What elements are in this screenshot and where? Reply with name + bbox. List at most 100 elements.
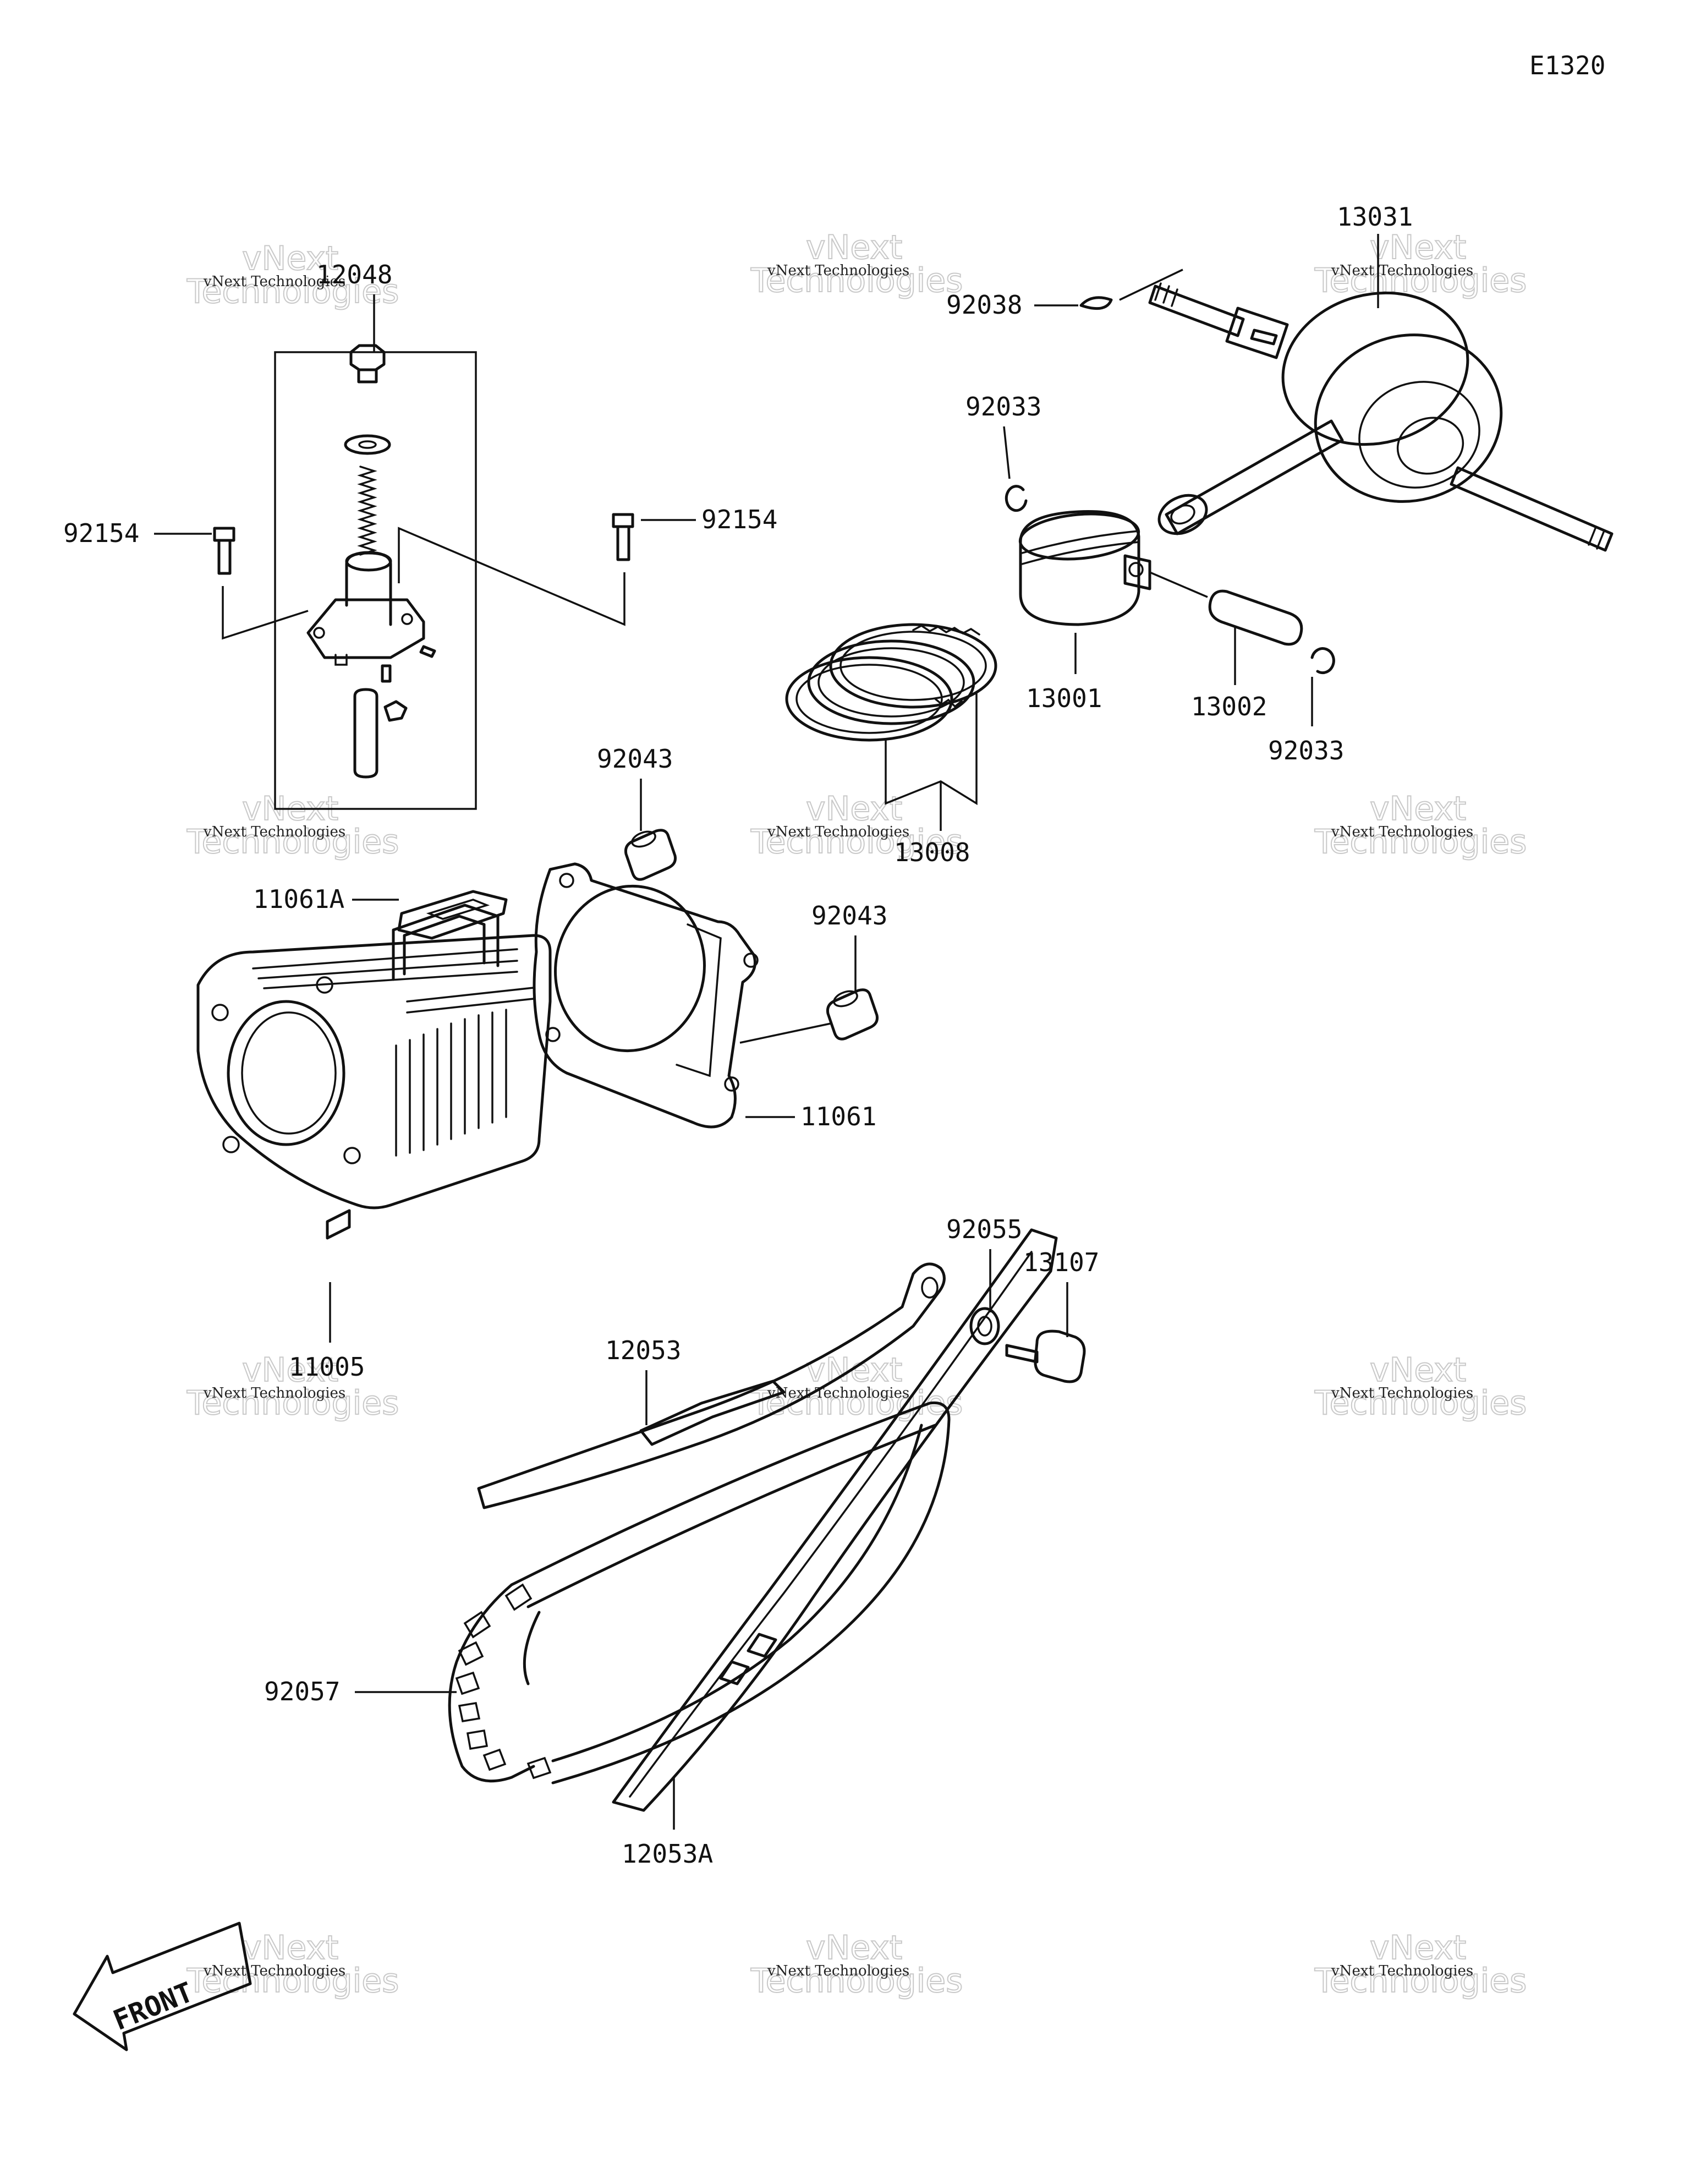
woodruff-key-92038[interactable]: 92038 — [946, 269, 1183, 320]
watermark-big-top: vNext — [806, 790, 902, 828]
crank-shaft-left-icon — [1148, 284, 1245, 337]
watermark-big-top: vNext — [242, 239, 338, 278]
bolt-92154-right[interactable]: 92154 — [398, 505, 777, 626]
cylinder-gasket-11061[interactable]: 11061 — [533, 862, 876, 1131]
watermark-big: Technologies — [186, 272, 399, 311]
part-label-13002: 13002 — [1191, 692, 1267, 721]
watermarks: Technologies vNext vNext Technologies Te… — [186, 228, 1527, 2001]
part-label-13008: 13008 — [894, 838, 970, 867]
chain-guide-icon — [477, 1262, 946, 1509]
watermark-small: vNext Technologies — [1331, 824, 1473, 840]
part-label-92154-left: 92154 — [63, 518, 139, 548]
watermark-small: vNext Technologies — [1331, 1963, 1473, 1979]
watermark-big-top: vNext — [806, 228, 902, 267]
part-label-92033-bottom: 92033 — [1268, 736, 1344, 765]
watermark-big: Technologies — [1314, 1384, 1527, 1422]
watermark: Technologies vNext vNext Technologies — [1314, 1928, 1527, 2001]
ring-top-icon — [829, 623, 997, 709]
bolt-icon — [213, 527, 235, 542]
dowel-92043-right[interactable]: 92043 — [739, 901, 887, 1044]
watermark-big-top: vNext — [242, 1351, 338, 1389]
piston-pin-icon — [1208, 589, 1303, 646]
crank-shaft-right-icon — [1450, 466, 1614, 552]
part-label-13001: 13001 — [1026, 683, 1102, 713]
guide-bolt-icon — [1005, 1344, 1039, 1364]
piston-clip-92033-top[interactable]: 92033 — [965, 392, 1041, 512]
watermark: Technologies vNext vNext Technologies — [186, 239, 399, 311]
part-label-11005: 11005 — [289, 1352, 365, 1382]
guide-bolt-13107[interactable]: 13107 — [1005, 1247, 1099, 1383]
watermark-small: vNext Technologies — [767, 1385, 909, 1402]
watermark-big: Technologies — [750, 261, 963, 300]
front-arrow-icon — [73, 1922, 252, 2051]
cooling-fins-icon — [252, 948, 535, 1014]
watermark-big-top: vNext — [242, 1929, 338, 1967]
leader-line — [1003, 426, 1011, 479]
washer-icon — [344, 434, 391, 455]
washer-92055[interactable]: 92055 — [946, 1214, 1022, 1345]
diagram-code: E1320 — [1529, 51, 1605, 80]
part-label-92043-right: 92043 — [811, 901, 887, 930]
watermark-small: vNext Technologies — [203, 824, 345, 840]
chain-guide-icon — [612, 1228, 1058, 1812]
tensioner-body-icon — [306, 598, 425, 659]
piston-13001[interactable]: 13001 — [1018, 510, 1208, 713]
watermark: Technologies vNext vNext Technologies — [1314, 1350, 1527, 1423]
key-icon — [1079, 296, 1113, 310]
watermark-big: Technologies — [186, 1384, 399, 1422]
part-label-92038: 92038 — [946, 290, 1022, 320]
connecting-rod-icon — [1165, 419, 1344, 535]
part-label-11061A: 11061A — [253, 884, 344, 914]
watermark: Technologies vNext vNext Technologies — [750, 1350, 963, 1423]
part-label-13107: 13107 — [1023, 1247, 1099, 1277]
watermark-small: vNext Technologies — [1331, 262, 1473, 279]
crank-web-front-icon — [1281, 291, 1469, 446]
watermark-big-top: vNext — [806, 1929, 902, 1967]
piston-icon — [1019, 510, 1140, 626]
watermark: Technologies vNext vNext Technologies — [186, 789, 399, 862]
part-label-92043-top: 92043 — [597, 744, 673, 774]
watermark-big-top: vNext — [1370, 1351, 1466, 1389]
watermark-big: Technologies — [750, 1962, 963, 2000]
part-label-92033-top: 92033 — [965, 392, 1041, 422]
cylinder-11005[interactable]: 11005 — [196, 904, 552, 1382]
assembly-bracket — [274, 351, 477, 810]
gasket-icon — [533, 862, 756, 1129]
watermark-big-top: vNext — [1370, 1929, 1466, 1967]
cap-bolt-icon — [349, 344, 386, 371]
watermark-small: vNext Technologies — [203, 273, 345, 290]
watermark-small: vNext Technologies — [767, 824, 909, 840]
cylinder-body-icon — [196, 934, 552, 1209]
spring-icon — [357, 466, 377, 556]
circlip-icon — [1005, 485, 1028, 512]
watermark-big: Technologies — [1314, 1962, 1527, 2000]
part-label-11061: 11061 — [800, 1102, 876, 1131]
watermark-small: vNext Technologies — [767, 1963, 909, 1979]
tensioner-assembly-12048[interactable]: 12048 — [274, 260, 477, 810]
part-label-12048: 12048 — [316, 260, 392, 289]
bolt-icon — [612, 513, 634, 528]
chain-guide-12053[interactable]: 12053 — [477, 1262, 946, 1509]
dowel-92043-top[interactable]: 92043 — [597, 744, 677, 881]
watermark-small: vNext Technologies — [767, 262, 909, 279]
bolt-92154-left[interactable]: 92154 — [63, 518, 309, 640]
ring-bottom-icon — [785, 656, 953, 742]
dowel-icon — [826, 988, 879, 1041]
piston-clip-92033-bottom[interactable]: 92033 — [1268, 647, 1344, 765]
circlip-icon — [1310, 647, 1335, 675]
cam-chain-92057[interactable]: 92057 — [264, 1401, 951, 1785]
intake-gasket-11061A[interactable]: 11061A — [253, 884, 508, 940]
part-label-92055: 92055 — [946, 1214, 1022, 1244]
leader-lines — [885, 693, 978, 806]
cylinder-bore-icon — [227, 1000, 345, 1146]
crankshaft-13031[interactable]: 13031 — [1148, 202, 1614, 552]
watermark: Technologies vNext vNext Technologies — [1314, 789, 1527, 862]
part-label-12053: 12053 — [605, 1335, 681, 1365]
intake-port-icon — [392, 904, 500, 981]
watermark: Technologies vNext vNext Technologies — [750, 1928, 963, 2001]
watermark-big: Technologies — [750, 823, 963, 861]
chain-guide-12053A[interactable]: 12053A — [612, 1228, 1058, 1869]
piston-pin-13002[interactable]: 13002 — [1191, 589, 1303, 721]
piston-rings-13008[interactable]: 13008 — [785, 623, 997, 867]
